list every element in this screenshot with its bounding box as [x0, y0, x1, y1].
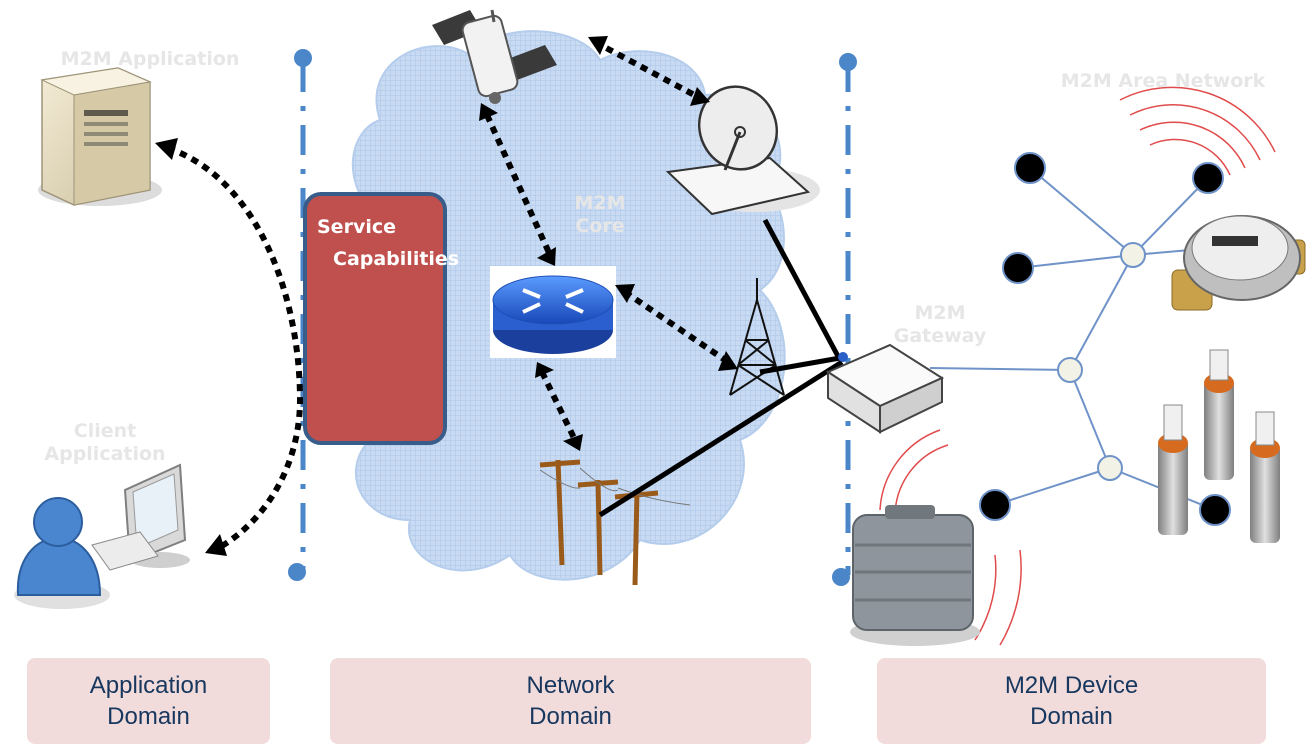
device-domain-box: M2M Device Domain [877, 658, 1266, 744]
m2m-area-network-label: M2M Area Network [1060, 70, 1266, 92]
tank-device-icon [850, 505, 980, 646]
dashed-arrows [167, 39, 730, 553]
m2m-core-label: M2M Core [574, 192, 626, 237]
client-computer-icon [91, 463, 190, 571]
service-capabilities-box: Service Capabilities [303, 192, 459, 445]
power-pole-icon [539, 459, 691, 586]
device-domain-label: M2M Device Domain [1004, 672, 1139, 730]
gas-cylinders-icon [1158, 349, 1280, 543]
application-domain-label: Application Domain [89, 672, 208, 730]
capabilities-label: Capabilities [333, 248, 460, 270]
network-domain-label: Network Domain [526, 672, 615, 730]
server-icon [38, 67, 162, 206]
arrow-heads [155, 36, 738, 556]
user-icon [14, 497, 110, 609]
divider-right [832, 53, 857, 586]
gateway-device-icon [825, 343, 945, 434]
service-label: Service [317, 216, 396, 238]
satellite-icon [432, 9, 557, 104]
router-icon [490, 266, 616, 358]
application-domain-box: Application Domain [27, 658, 270, 744]
m2m-gateway-label: M2M Gateway [893, 302, 987, 347]
client-application-label: Client Application [44, 420, 166, 465]
area-network-hubs [1057, 242, 1146, 481]
gateway-port [838, 352, 848, 362]
area-network-nodes [979, 152, 1231, 526]
m2m-application-label: M2M Application [60, 48, 240, 70]
satellite-dish-icon [665, 85, 820, 216]
water-meter-icon [1171, 215, 1306, 311]
wired-links [598, 218, 844, 518]
network-domain-box: Network Domain [330, 658, 811, 744]
